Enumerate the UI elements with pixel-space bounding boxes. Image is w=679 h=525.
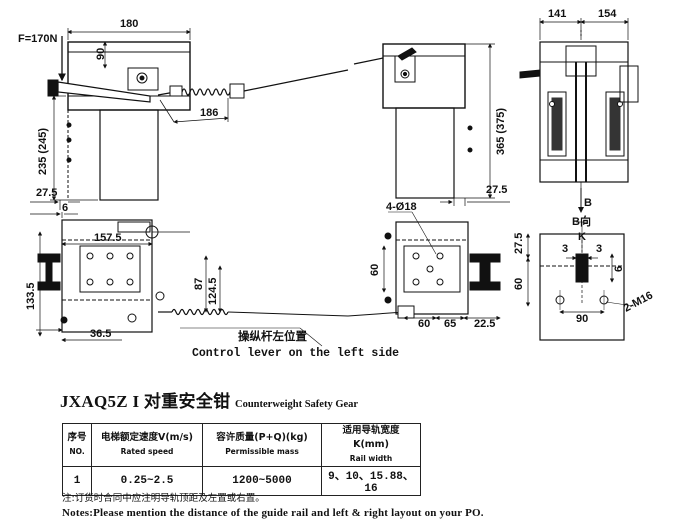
note-cn: 注:订货时合同中应注明导轨顶距及左置或右置。	[62, 493, 265, 504]
dim-27-5-right: 27.5	[486, 184, 507, 196]
technical-drawing: F=170N 180 90 186 235 (245) 365 (375) 14…	[18, 8, 655, 360]
dim-365: 365 (375)	[495, 108, 507, 155]
plan-view-middle	[347, 211, 501, 321]
plan-view-left	[30, 211, 349, 347]
table-row: 1 0.25~2.5 1200~5000 9、10、15.88、16	[62, 466, 421, 496]
side-view-upper	[353, 43, 510, 206]
dim-60-bview: 60	[513, 278, 525, 290]
end-view-upper	[519, 18, 639, 213]
dim-133-5: 133.5	[25, 282, 37, 310]
dim-90-bview: 90	[576, 313, 588, 325]
dim-141: 141	[548, 8, 566, 20]
cell-rail-width: 9、10、15.88、16	[321, 466, 421, 496]
k-label: K	[578, 231, 586, 243]
cell-permissible-mass: 1200~5000	[202, 466, 322, 496]
dim-6-left: 6	[62, 202, 68, 214]
header-permissible-mass: 容许质量(P+Q)(kg)Permissible mass	[202, 423, 322, 467]
header-rail-width: 适用导轨宽度K(mm)Rail width	[321, 423, 421, 467]
dim-3-right: 3	[596, 243, 602, 255]
m16-label: 2-M16	[622, 289, 655, 314]
holes-label: 4-Ø18	[386, 201, 417, 213]
product-title: JXAQ5Z I 对重安全钳 Counterweight Safety Gear	[60, 387, 358, 412]
dim-124-5: 124.5	[207, 277, 219, 305]
front-view-upper	[30, 28, 349, 210]
dim-27-5-left: 27.5	[36, 187, 57, 199]
b-view	[525, 221, 635, 341]
note-en: Notes:Please mention the distance of the…	[62, 507, 484, 519]
b-view-label: B向	[572, 214, 591, 228]
header-rated-speed: 电梯额定速度V(m/s)Rated speed	[91, 423, 203, 467]
dim-22-5: 22.5	[474, 318, 495, 330]
force-label: F=170N	[18, 33, 57, 45]
dim-186: 186	[200, 107, 218, 119]
dim-235: 235 (245)	[37, 128, 49, 175]
dim-36-5: 36.5	[90, 328, 111, 340]
dim-65: 65	[444, 318, 456, 330]
dim-60-bottom: 60	[418, 318, 430, 330]
dim-90-top: 90	[95, 48, 107, 60]
caption-cn: 操纵杆左位置	[238, 329, 307, 343]
cell-rated-speed: 0.25~2.5	[91, 466, 203, 496]
dim-87: 87	[193, 278, 205, 290]
dim-3-left: 3	[562, 243, 568, 255]
product-title-main: JXAQ5Z I 对重安全钳	[60, 392, 231, 411]
dim-27-5-bview: 27.5	[513, 233, 525, 254]
b-arrow-label: B	[584, 197, 592, 209]
dim-154: 154	[598, 8, 617, 20]
caption-en: Control lever on the left side	[192, 347, 399, 360]
dim-60-side: 60	[369, 264, 381, 276]
dim-157-5: 157.5	[94, 232, 122, 244]
dim-6-bview: 6	[613, 266, 625, 272]
dim-180: 180	[120, 18, 138, 30]
product-title-sub: Counterweight Safety Gear	[235, 399, 359, 410]
